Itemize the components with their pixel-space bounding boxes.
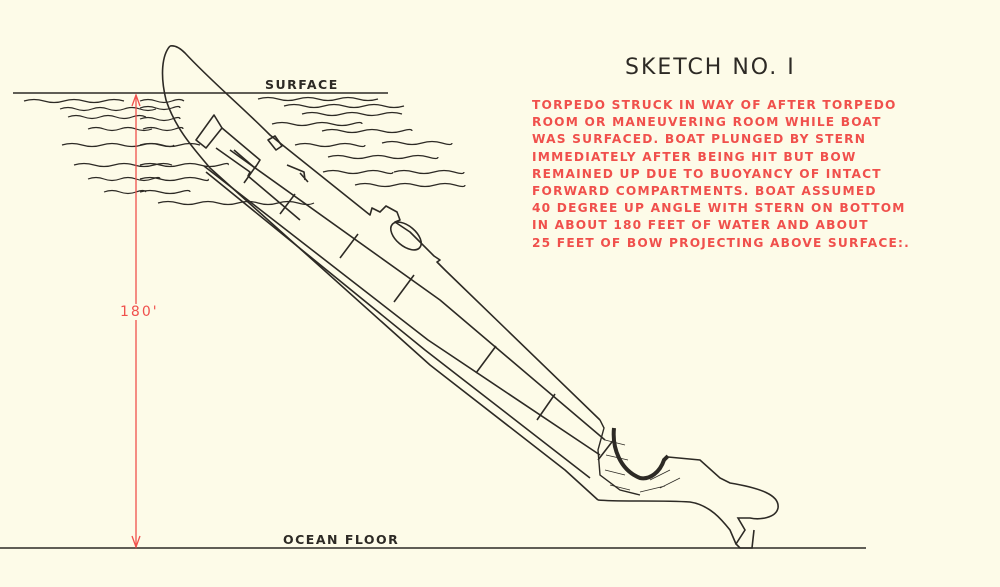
ocean-floor-label: OCEAN FLOOR <box>283 532 400 547</box>
surface-label: SURFACE <box>265 77 339 92</box>
sketch-title: SKETCH NO. I <box>625 55 796 80</box>
description-line: 40 DEGREE UP ANGLE WITH STERN ON BOTTOM <box>532 201 906 216</box>
sketch-description: TORPEDO STRUCK IN WAY OF AFTER TORPEDO R… <box>532 97 1000 252</box>
description-line: 25 FEET OF BOW PROJECTING ABOVE SURFACE:… <box>532 235 910 250</box>
depth-arrow <box>131 93 141 549</box>
description-line: REMAINED UP DUE TO BUOYANCY OF INTACT <box>532 166 882 181</box>
description-line: IN ABOUT 180 FEET OF WATER AND ABOUT <box>532 218 869 233</box>
depth-label: 180' <box>118 304 161 320</box>
description-line: FORWARD COMPARTMENTS. BOAT ASSUMED <box>532 184 877 199</box>
damaged-stern <box>597 419 779 549</box>
description-line: IMMEDIATELY AFTER BEING HIT BUT BOW <box>532 149 857 164</box>
submarine-hull <box>161 45 616 501</box>
description-line: TORPEDO STRUCK IN WAY OF AFTER TORPEDO <box>532 98 897 112</box>
description-line: WAS SURFACED. BOAT PLUNGED BY STERN <box>532 132 867 147</box>
water-waves <box>23 96 466 206</box>
description-line: ROOM OR MANEUVERING ROOM WHILE BOAT <box>532 115 882 130</box>
